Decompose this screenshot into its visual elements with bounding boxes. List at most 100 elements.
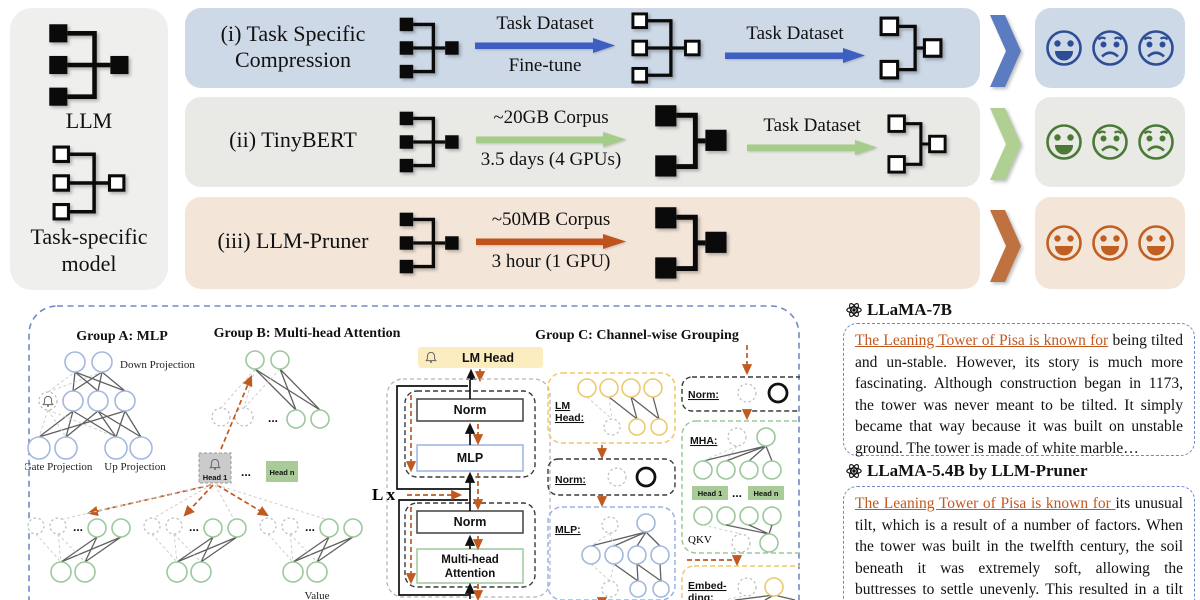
prompt-highlight: The Leaning Tower of Pisa is known for	[855, 495, 1116, 512]
worried-face-icon	[1138, 30, 1174, 66]
blue-arrow-icon	[475, 38, 615, 53]
blue-arrow-icon	[725, 48, 865, 63]
subnet-key: ...	[143, 517, 247, 583]
svg-text:ding:: ding:	[688, 592, 714, 600]
headn-box	[748, 486, 784, 500]
row-tinybert: (ii) TinyBERT ~20GB Corpus 3.5 days (4 G…	[185, 97, 980, 187]
task-model-label-1: Task-specific	[30, 224, 148, 249]
green-arrow-icon	[747, 140, 877, 155]
lm-head-group-box	[547, 372, 676, 444]
row3-step1: ~50MB Corpus 3 hour (1 GPU)	[455, 209, 647, 273]
llm-tree-icon	[397, 110, 461, 174]
svg-text:Head 1: Head 1	[698, 489, 723, 498]
row2-step2: Task Dataset	[742, 115, 882, 157]
task-model-tree-icon	[52, 145, 126, 221]
svg-text:LM: LM	[555, 400, 570, 412]
headn-box	[266, 461, 298, 482]
svg-text:Norm:: Norm:	[688, 389, 719, 401]
model2-heading: LLaMA-5.4B by LLM-Pruner	[846, 461, 1088, 481]
svg-text:...: ...	[189, 520, 199, 534]
svg-text:Embed-: Embed-	[688, 580, 727, 592]
row2-step1: ~20GB Corpus 3.5 days (4 GPUs)	[455, 107, 647, 171]
llm-tree-icon	[46, 22, 134, 108]
model1-title: LLaMA-7B	[867, 300, 952, 319]
chevron-right-icon	[990, 210, 1021, 282]
qkv-label: QKV	[688, 534, 712, 546]
down-projection-label: Down Projection	[120, 359, 195, 371]
llm-tree-icon	[397, 211, 461, 275]
worried-face-icon	[1138, 124, 1174, 160]
model2-title: LLaMA-5.4B by LLM-Pruner	[867, 461, 1088, 480]
residual-connection	[396, 385, 470, 490]
happy-face-icon	[1046, 30, 1082, 66]
group-b-title: Group B: Multi-head Attention	[214, 326, 401, 341]
model1-output-panel: The Leaning Tower of Pisa is known for b…	[843, 323, 1195, 457]
row3-result-faces	[1035, 197, 1185, 289]
mha-group-box	[681, 420, 800, 554]
svg-text:Norm: Norm	[454, 515, 487, 529]
row2-result-faces	[1035, 97, 1185, 187]
happy-face-icon	[1046, 225, 1082, 261]
chevron-right-icon	[990, 15, 1021, 87]
svg-text:Norm:: Norm:	[555, 474, 586, 486]
model2-generated-text: its unusual tilt, which is a result of a…	[855, 495, 1183, 598]
atom-icon	[846, 463, 862, 479]
norm-group-box	[547, 458, 676, 496]
transformer-stack: LM Head L x Norm MLP Norm Multi-head Att…	[372, 347, 551, 600]
grouping-diagram: Group A: MLP Down Projection Gate Projec…	[25, 305, 800, 600]
subnet-value: ... Value	[259, 517, 363, 600]
svg-text:Head:: Head:	[555, 412, 584, 424]
orange-arrow-icon	[476, 234, 626, 249]
row-task-specific-compression: (i) Task Specific Compression Task Datas…	[185, 8, 980, 88]
row-llm-pruner: (iii) LLM-Pruner ~50MB Corpus 3 hour (1 …	[185, 197, 980, 289]
model1-generated-text: being tilted and un-stable. However, its…	[855, 332, 1184, 457]
lm-head-bar	[418, 347, 543, 368]
head1-box	[692, 486, 728, 500]
svg-text:MLP: MLP	[457, 451, 483, 465]
embedding-group-box	[681, 565, 800, 600]
happy-face-icon	[1046, 124, 1082, 160]
group-c-title: Group C: Channel-wise Grouping	[535, 328, 739, 343]
happy-face-icon	[1092, 225, 1128, 261]
svg-text:Multi-head: Multi-head	[441, 554, 499, 566]
llm-tree-icon	[397, 16, 461, 80]
svg-text:...: ...	[73, 520, 83, 534]
head1-label: Head 1	[203, 473, 228, 482]
task-model-tree-icon	[631, 12, 701, 84]
group-a-title: Group A: MLP	[76, 329, 168, 344]
green-arrow-icon	[476, 132, 626, 147]
pruned-task-model-tree-icon	[879, 16, 943, 80]
group-b-mha: Group B: Multi-head Attention ... Head 1…	[27, 326, 401, 600]
residual-connection	[398, 499, 470, 596]
mlp-group-box	[547, 506, 676, 600]
ellipsis: ...	[241, 465, 251, 479]
up-projection-label: Up Projection	[104, 461, 166, 473]
row1-step2: Task Dataset	[720, 23, 870, 65]
svg-text:...: ...	[305, 520, 315, 534]
happy-face-icon	[1138, 225, 1174, 261]
ellipsis: ...	[268, 411, 278, 425]
value-label: Value	[304, 590, 329, 600]
mlp-box	[416, 444, 524, 472]
row1-step1: Task Dataset Fine-tune	[470, 13, 620, 77]
llm-label: LLM	[65, 108, 113, 133]
subnet-query: ...	[27, 517, 131, 583]
model2-output-panel: The Leaning Tower of Pisa is known for i…	[843, 486, 1195, 600]
svg-text:...: ...	[732, 486, 742, 500]
group-c-channel-wise: Group C: Channel-wise Grouping LM Head: …	[535, 328, 800, 600]
atom-icon	[846, 302, 862, 318]
lx-label: L x	[372, 485, 396, 504]
prompt-highlight: The Leaning Tower of Pisa is known for	[855, 332, 1109, 349]
svg-text:Attention: Attention	[445, 568, 495, 580]
worried-face-icon	[1092, 124, 1128, 160]
gate-projection-label: Gate Projection	[25, 461, 93, 473]
pruned-llm-tree-icon	[652, 103, 732, 181]
pruned-llm-tree-icon	[652, 205, 732, 283]
lm-head-label: LM Head	[462, 351, 514, 365]
worried-face-icon	[1092, 30, 1128, 66]
headn-label: Head n	[269, 468, 294, 477]
svg-text:MLP:: MLP:	[555, 524, 581, 536]
svg-text:Head n: Head n	[753, 489, 778, 498]
row3-label: (iii) LLM-Pruner	[217, 228, 369, 253]
